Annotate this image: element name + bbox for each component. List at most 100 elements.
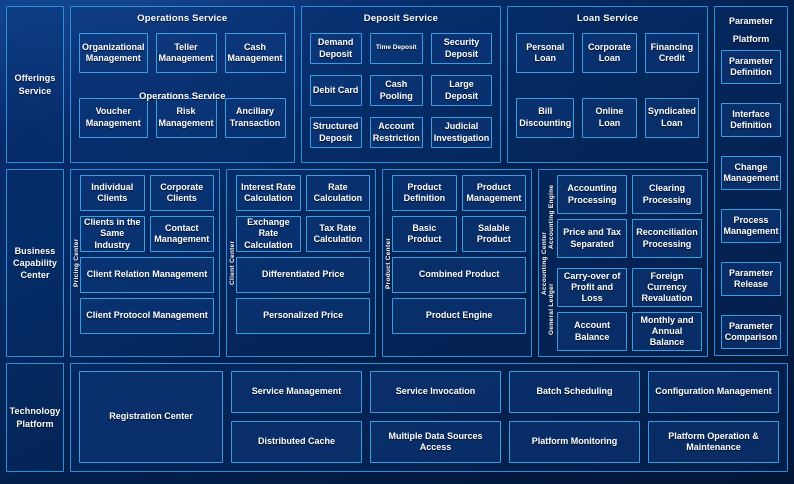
cell-product-engine[interactable]: Product Engine xyxy=(392,298,527,334)
cell-account-balance[interactable]: Account Balance xyxy=(557,312,628,351)
cell-carry-over-of-profit-and-loss[interactable]: Carry-over of Profit and Loss xyxy=(557,268,628,307)
pricing-center-body: Individual Clients Corporate Clients Cli… xyxy=(80,175,215,351)
cell-voucher-management[interactable]: Voucher Management xyxy=(79,97,148,138)
vlabel-product-center: Product Center xyxy=(385,237,393,289)
cell-change-management[interactable]: Change Management xyxy=(721,156,781,190)
cell-product-management[interactable]: Product Management xyxy=(461,175,527,211)
cell-personal-loan[interactable]: Personal Loan xyxy=(516,33,575,73)
cell-security-deposit[interactable]: Security Deposit xyxy=(430,33,493,64)
cell-interest-rate-calculation[interactable]: Interest Rate Calculation xyxy=(236,175,301,211)
cell-account-restriction[interactable]: Account Restriction xyxy=(369,117,423,148)
cell-teller-management[interactable]: Teller Management xyxy=(155,33,217,73)
cell-financing-credit[interactable]: Financing Credit xyxy=(644,33,700,73)
vlabel-accounting-engine: Accounting Engine xyxy=(548,184,556,249)
cell-process-management[interactable]: Process Management xyxy=(721,209,781,243)
group-title-operations-service: Operations Service xyxy=(137,13,228,24)
client-center-grid: Interest Rate Calculation Rate Calculati… xyxy=(236,175,371,252)
vlabel-client-center: Client Center xyxy=(229,240,237,286)
cell-configuration-management[interactable]: Configuration Management xyxy=(648,371,779,413)
group-product-center[interactable]: Product Center Product Definition Produc… xyxy=(382,169,533,357)
product-center-body: Product Definition Product Management Ba… xyxy=(392,175,527,351)
cell-price-and-tax-separated[interactable]: Price and Tax Separated xyxy=(557,219,628,258)
group-loan-service[interactable]: Loan Service Personal Loan Corporate Loa… xyxy=(507,6,709,163)
cell-contact-management[interactable]: Contact Management xyxy=(149,216,215,252)
accounting-engine-grid: Accounting Processing Clearing Processin… xyxy=(557,175,702,258)
group-accounting-center[interactable]: Accounting Center Accounting Engine Acco… xyxy=(538,169,708,357)
pricing-center-grid: Individual Clients Corporate Clients Cli… xyxy=(80,175,215,252)
cell-corporate-clients[interactable]: Corporate Clients xyxy=(149,175,215,211)
group-operations-service[interactable]: Operations Service Organizational Manage… xyxy=(70,6,295,163)
cell-service-management[interactable]: Service Management xyxy=(231,371,362,413)
cell-differentiated-price[interactable]: Differentiated Price xyxy=(236,257,371,293)
cell-product-definition[interactable]: Product Definition xyxy=(392,175,457,211)
parameter-platform-list: Parameter Definition Interface Definitio… xyxy=(721,50,781,349)
cell-reconciliation-processing[interactable]: Reconciliation Processing xyxy=(632,219,702,258)
cell-distributed-cache[interactable]: Distributed Cache xyxy=(231,421,362,463)
cell-salable-product[interactable]: Salable Product xyxy=(461,216,527,252)
cell-rate-calculation[interactable]: Rate Calculation xyxy=(305,175,371,211)
cell-corporate-loan[interactable]: Corporate Loan xyxy=(582,33,637,73)
cell-organizational-management[interactable]: Organizational Management xyxy=(79,33,148,73)
cell-multiple-data-sources-access[interactable]: Multiple Data Sources Access xyxy=(370,421,501,463)
cell-time-deposit[interactable]: Time Deposit xyxy=(369,33,423,64)
group-client-center[interactable]: Client Center Interest Rate Calculation … xyxy=(226,169,377,357)
cell-exchange-rate-calculation[interactable]: Exchange Rate Calculation xyxy=(236,216,301,252)
technology-platform-grid: Service Management Service Invocation Ba… xyxy=(231,371,779,463)
cell-accounting-processing[interactable]: Accounting Processing xyxy=(557,175,628,214)
cell-platform-monitoring[interactable]: Platform Monitoring xyxy=(509,421,640,463)
parameter-platform-title: Parameter Platform xyxy=(728,16,774,44)
cell-clearing-processing[interactable]: Clearing Processing xyxy=(632,175,702,214)
cell-online-loan[interactable]: Online Loan xyxy=(582,97,637,138)
general-ledger-grid: Carry-over of Profit and Loss Foreign Cu… xyxy=(557,268,702,351)
accounting-engine-section: Accounting Engine Accounting Processing … xyxy=(548,175,702,258)
cell-judicial-investigation[interactable]: Judicial Investigation xyxy=(430,117,493,148)
parameter-platform-column[interactable]: Parameter Platform Parameter Definition … xyxy=(714,6,788,356)
cell-risk-management[interactable]: Risk Management xyxy=(155,97,217,138)
cell-interface-definition[interactable]: Interface Definition xyxy=(721,103,781,137)
client-center-body: Interest Rate Calculation Rate Calculati… xyxy=(236,175,371,351)
cell-individual-clients[interactable]: Individual Clients xyxy=(80,175,145,211)
cell-combined-product[interactable]: Combined Product xyxy=(392,257,527,293)
vlabel-general-ledger: General Ledger xyxy=(548,283,556,336)
cell-clients-in-the-same-industry[interactable]: Clients in the Same Industry xyxy=(80,216,145,252)
cell-demand-deposit[interactable]: Demand Deposit xyxy=(309,33,362,64)
cell-structured-deposit[interactable]: Structured Deposit xyxy=(309,117,362,148)
cell-client-protocol-management[interactable]: Client Protocol Management xyxy=(80,298,215,334)
group-pricing-center[interactable]: Pricing Center Individual Clients Corpor… xyxy=(70,169,221,357)
cell-parameter-comparison[interactable]: Parameter Comparison xyxy=(721,315,781,349)
cell-cash-pooling[interactable]: Cash Pooling xyxy=(369,75,423,106)
loan-service-grid: Personal Loan Corporate Loan Financing C… xyxy=(516,33,700,154)
cell-ancillary-transaction[interactable]: Ancillary Transaction xyxy=(224,97,286,138)
business-capability-groups: Pricing Center Individual Clients Corpor… xyxy=(70,169,708,357)
operations-service-grid: Organizational Management Teller Managem… xyxy=(79,33,286,154)
cell-batch-scheduling[interactable]: Batch Scheduling xyxy=(509,371,640,413)
cell-registration-center[interactable]: Registration Center xyxy=(79,371,223,463)
accounting-center-body: Accounting Engine Accounting Processing … xyxy=(548,175,702,351)
cell-service-invocation[interactable]: Service Invocation xyxy=(370,371,501,413)
cell-debit-card[interactable]: Debit Card xyxy=(309,75,362,106)
cell-client-relation-management[interactable]: Client Relation Management xyxy=(80,257,215,293)
cell-large-deposit[interactable]: Large Deposit xyxy=(430,75,493,106)
group-title-deposit-service: Deposit Service xyxy=(363,13,439,24)
vlabel-pricing-center: Pricing Center xyxy=(73,238,80,288)
deposit-service-grid: Demand Deposit Time Deposit Security Dep… xyxy=(309,33,493,154)
cell-syndicated-loan[interactable]: Syndicated Loan xyxy=(644,97,700,138)
cell-basic-product[interactable]: Basic Product xyxy=(392,216,457,252)
cell-platform-operation-maintenance[interactable]: Platform Operation & Maintenance xyxy=(648,421,779,463)
cell-cash-management[interactable]: Cash Management xyxy=(224,33,286,73)
group-technology-platform[interactable]: Registration Center Service Management S… xyxy=(70,363,788,472)
group-deposit-service[interactable]: Deposit Service Demand Deposit Time Depo… xyxy=(300,6,502,163)
cell-bill-discounting[interactable]: Bill Discounting xyxy=(516,97,575,138)
cell-monthly-and-annual-balance[interactable]: Monthly and Annual Balance xyxy=(632,312,702,351)
cell-personalized-price[interactable]: Personalized Price xyxy=(236,298,371,334)
cell-foreign-currency-revaluation[interactable]: Foreign Currency Revaluation xyxy=(632,268,702,307)
cell-parameter-definition[interactable]: Parameter Definition xyxy=(721,50,781,84)
product-center-grid: Product Definition Product Management Ba… xyxy=(392,175,527,252)
cell-tax-rate-calculation[interactable]: Tax Rate Calculation xyxy=(305,216,371,252)
cell-parameter-release[interactable]: Parameter Release xyxy=(721,262,781,296)
